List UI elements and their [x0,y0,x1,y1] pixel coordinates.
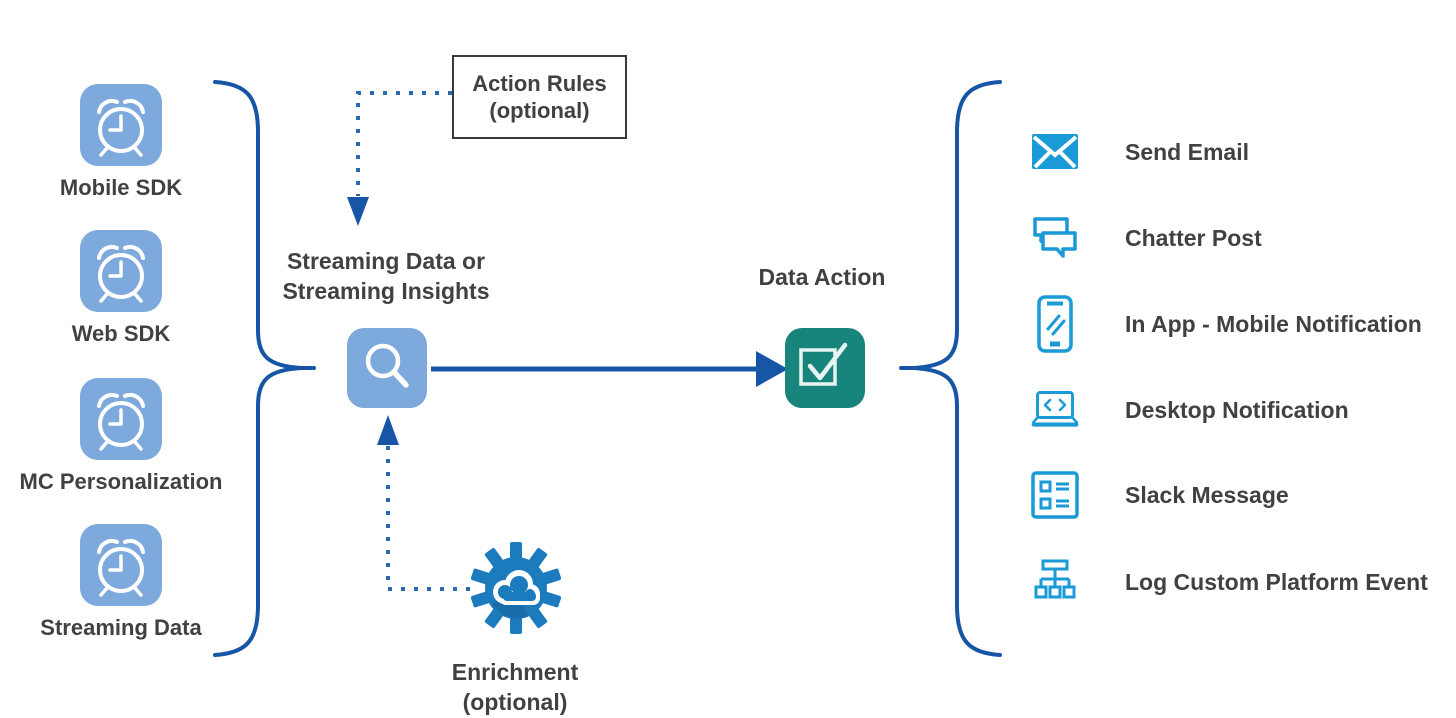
source-label: MC Personalization [19,469,223,494]
data-action-node [785,328,865,408]
stream-node-title-line2: Streaming Insights [282,278,490,304]
action-label: Chatter Post [1125,224,1262,251]
action-label: In App - Mobile Notification [1125,310,1422,337]
email-icon [1030,133,1080,171]
stream-node-title: Streaming Data or Streaming Insights [266,246,506,306]
enrichment-arrowhead [377,415,399,445]
chat-bubbles-icon [1030,215,1080,261]
action-label: Send Email [1125,138,1249,165]
action-item-log-custom-platform-event: Log Custom Platform Event [1030,554,1428,610]
source-label: Streaming Data [40,615,202,640]
actionrules-dotted-line [356,91,452,196]
action-label: Desktop Notification [1125,396,1349,423]
action-item-desktop-notification: Desktop Notification [1030,382,1349,438]
source-label: Web SDK [71,321,171,346]
enrichment-dotted-line [386,446,470,591]
action-item-slack-message: Slack Message [1030,467,1289,523]
alarm-clock-icon [80,378,162,460]
enrichment-node [468,540,564,636]
source-item-streaming-data: Streaming Data [1,524,241,641]
action-label: Slack Message [1125,481,1289,508]
gear-cloud-icon [470,542,562,634]
list-form-icon [1030,471,1080,519]
checkbox-check-icon [799,342,848,386]
action-rules-line2: (optional) [489,98,590,123]
stream-node [347,328,427,408]
source-label: Mobile SDK [59,175,183,200]
action-item-in-app-mobile-notification: In App - Mobile Notification [1030,295,1422,353]
action-item-chatter-post: Chatter Post [1030,210,1262,266]
alarm-clock-icon [80,230,162,312]
laptop-code-icon [1030,387,1080,433]
enrichment-line2: (optional) [462,689,568,715]
magnifier-icon [365,343,409,388]
action-rules-line1: Action Rules [472,71,607,96]
stream-node-title-line1: Streaming Data or [286,248,486,274]
source-item-mc-personalization: MC Personalization [1,378,241,495]
source-item-web-sdk: Web SDK [1,230,241,347]
alarm-clock-icon [80,84,162,166]
action-rules-box: Action Rules (optional) [452,55,627,139]
source-item-mobile-sdk: Mobile SDK [1,84,241,201]
stream-to-dataaction-arrowhead [756,351,788,387]
left-brace [213,80,316,657]
right-brace [899,80,1002,657]
data-action-title: Data Action [758,264,886,290]
actionrules-arrowhead [347,197,369,226]
smartphone-icon [1030,295,1080,353]
alarm-clock-icon [80,524,162,606]
action-item-send-email: Send Email [1030,124,1249,180]
enrichment-line1: Enrichment [451,659,579,685]
org-chart-icon [1030,558,1080,606]
enrichment-title: Enrichment (optional) [395,657,635,717]
action-label: Log Custom Platform Event [1125,568,1428,595]
